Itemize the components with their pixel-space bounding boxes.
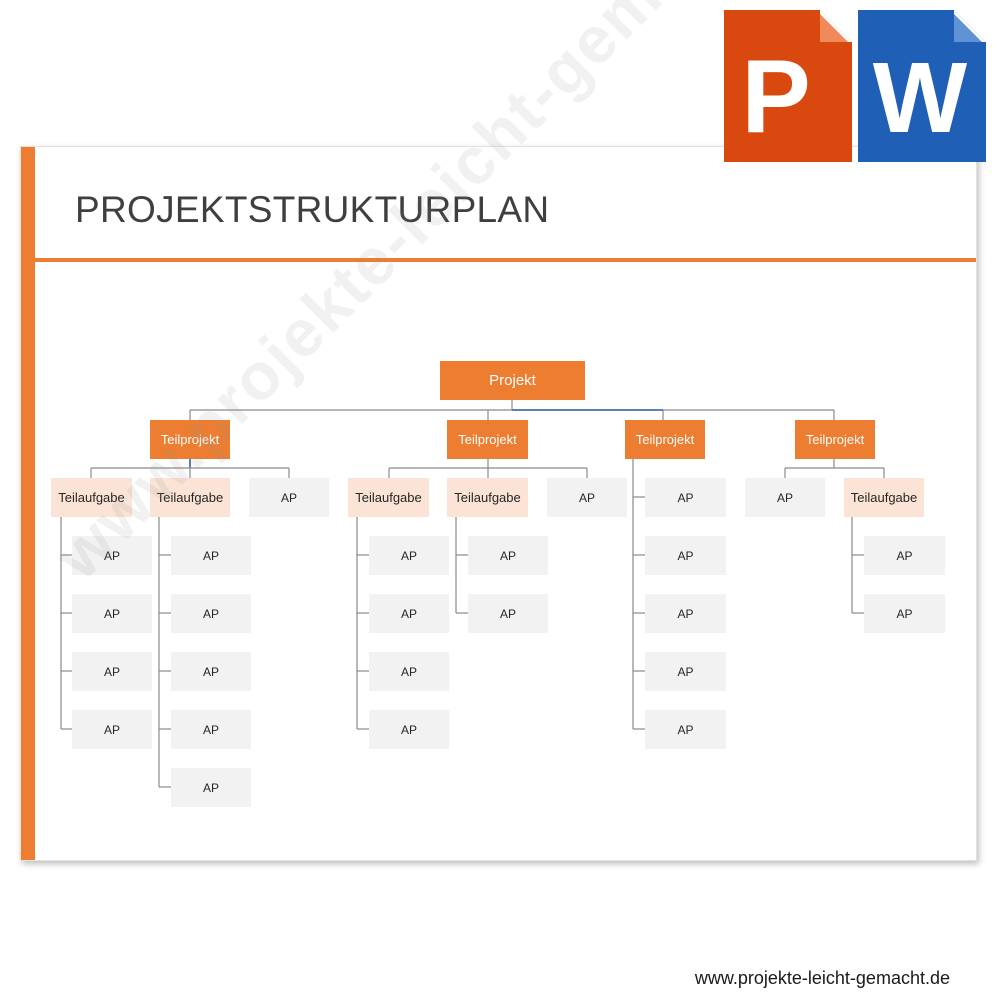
title-divider — [35, 258, 976, 262]
node-ap: AP — [864, 594, 945, 633]
node-teilaufgabe: Teilaufgabe — [447, 478, 528, 517]
slide-title: PROJEKTSTRUKTURPLAN — [75, 189, 550, 230]
word-icon: W — [858, 10, 986, 162]
node-ap: AP — [645, 652, 726, 691]
node-teilprojekt: Teilprojekt — [447, 420, 528, 459]
node-teilprojekt: Teilprojekt — [625, 420, 705, 459]
node-teilaufgabe: Teilaufgabe — [844, 478, 924, 517]
node-ap: AP — [171, 594, 251, 633]
node-ap: AP — [369, 536, 449, 575]
node-ap: AP — [369, 652, 449, 691]
node-ap: AP — [72, 652, 152, 691]
node-teilaufgabe: Teilaufgabe — [51, 478, 132, 517]
node-ap: AP — [171, 536, 251, 575]
node-ap: AP — [547, 478, 627, 517]
node-ap: AP — [72, 710, 152, 749]
node-ap: AP — [468, 594, 548, 633]
node-ap: AP — [645, 710, 726, 749]
node-ap: AP — [645, 478, 726, 517]
node-ap: AP — [171, 710, 251, 749]
slide-accent-bar — [21, 147, 35, 860]
word-letter: W — [873, 42, 968, 154]
node-ap: AP — [864, 536, 945, 575]
node-teilaufgabe: Teilaufgabe — [348, 478, 429, 517]
node-teilprojekt: Teilprojekt — [795, 420, 875, 459]
node-ap: AP — [645, 536, 726, 575]
node-ap: AP — [645, 594, 726, 633]
node-ap: AP — [72, 536, 152, 575]
node-ap: AP — [745, 478, 825, 517]
node-projekt: Projekt — [440, 361, 585, 400]
node-teilprojekt: Teilprojekt — [150, 420, 230, 459]
node-ap: AP — [369, 710, 449, 749]
node-ap: AP — [171, 768, 251, 807]
node-ap: AP — [468, 536, 548, 575]
node-ap: AP — [249, 478, 329, 517]
powerpoint-letter: P — [741, 39, 810, 155]
node-ap: AP — [369, 594, 449, 633]
node-ap: AP — [72, 594, 152, 633]
powerpoint-icon: P — [724, 10, 852, 162]
node-teilaufgabe: Teilaufgabe — [150, 478, 230, 517]
footer-url[interactable]: www.projekte-leicht-gemacht.de — [694, 968, 950, 988]
node-ap: AP — [171, 652, 251, 691]
